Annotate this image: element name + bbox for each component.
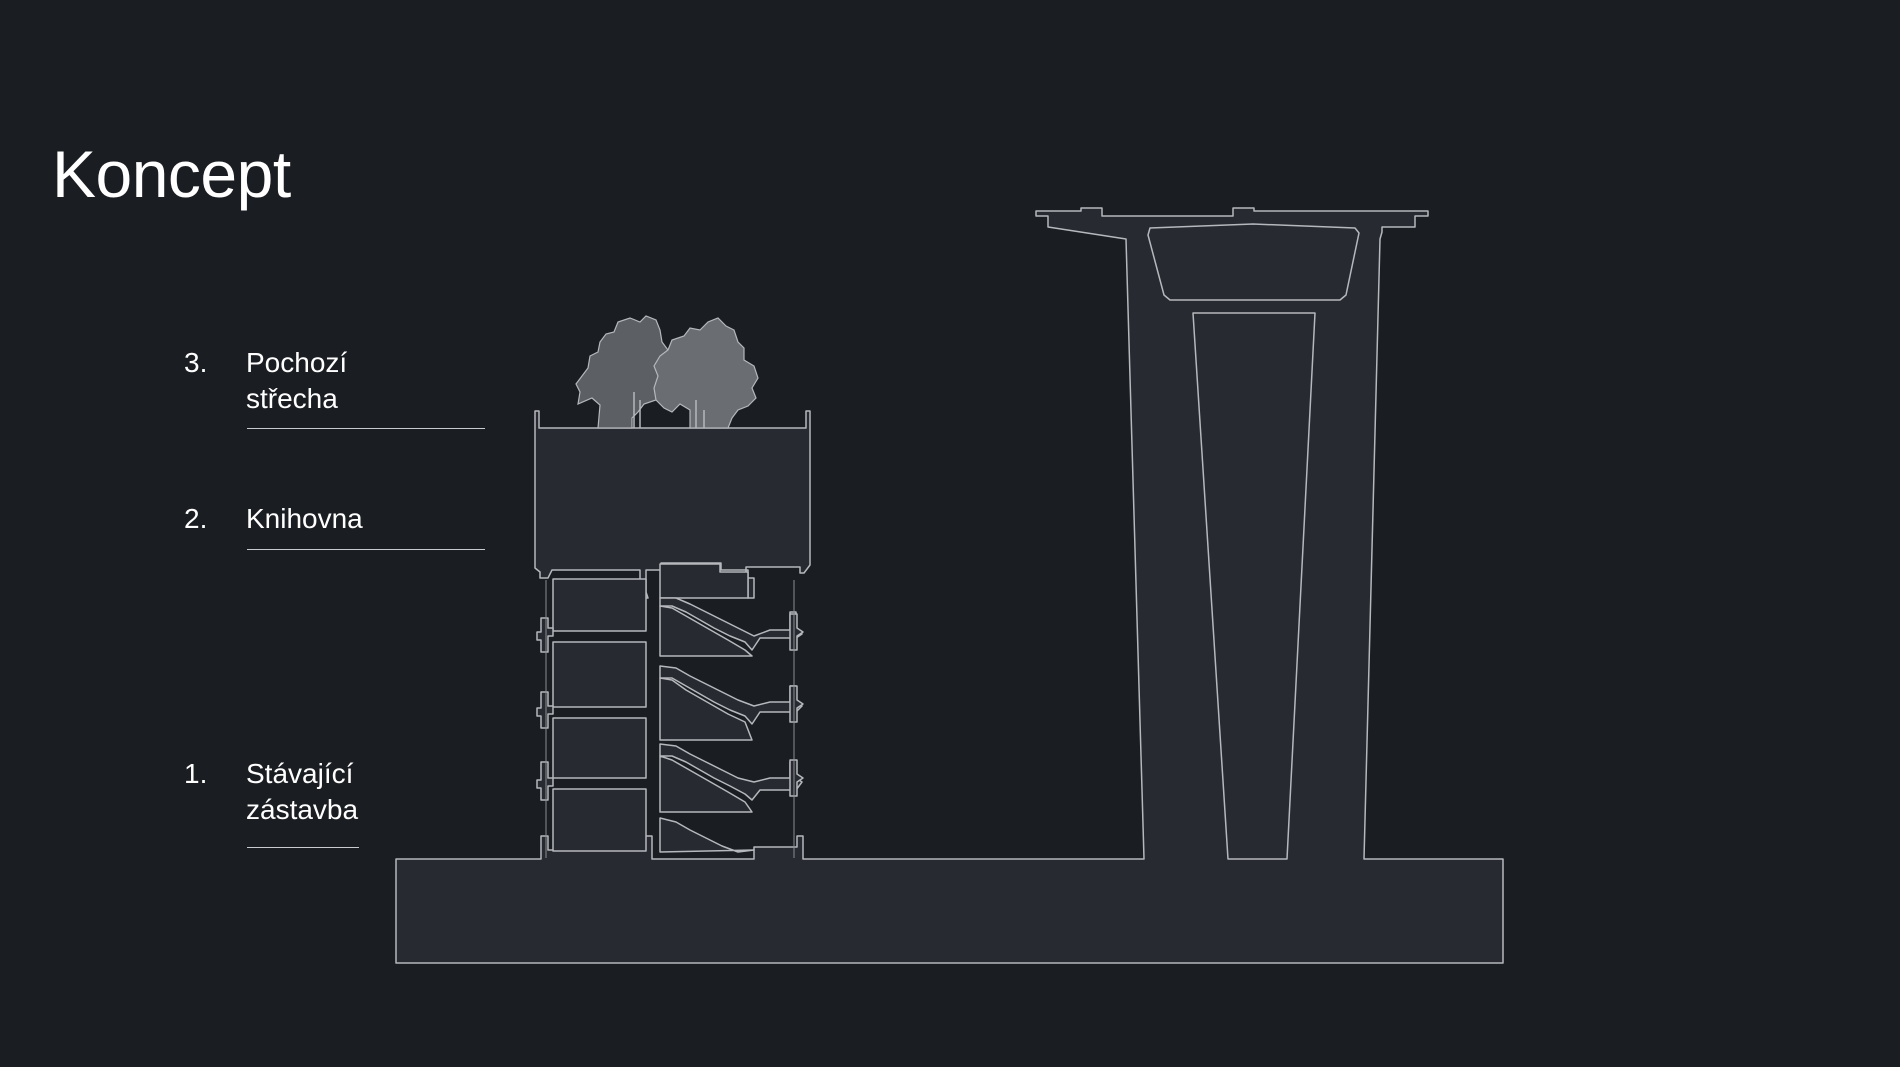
legend-underline xyxy=(247,847,359,848)
legend-underline xyxy=(247,428,485,429)
slab-edge xyxy=(536,761,554,801)
legend-number: 2. xyxy=(184,503,208,534)
slab-edge xyxy=(789,685,804,723)
slab-edge xyxy=(536,617,554,653)
legend-label-line: Stávající xyxy=(246,758,354,789)
tree-right xyxy=(653,317,759,429)
legend-label-line: střecha xyxy=(246,383,338,414)
floor-void xyxy=(552,578,647,632)
page-title: Koncept xyxy=(52,137,291,211)
legend-label-line: Knihovna xyxy=(246,503,363,534)
stair-void xyxy=(659,605,753,657)
roof-trees xyxy=(575,315,759,429)
slab-edge xyxy=(536,691,554,729)
legend-label: Stávající zástavba xyxy=(246,756,358,828)
slab-edge xyxy=(789,613,804,651)
legend-underline xyxy=(247,549,485,550)
legend-number: 1. xyxy=(184,758,208,789)
legend-label: Knihovna xyxy=(246,501,363,537)
legend-label: Pochozí střecha xyxy=(246,345,347,417)
bridge-girder-void xyxy=(1147,223,1360,301)
tree-left xyxy=(575,315,669,429)
stair-void xyxy=(659,755,753,813)
legend-label-line: Pochozí xyxy=(246,347,348,378)
slab-edge xyxy=(789,759,804,797)
stair-void xyxy=(659,817,755,853)
facade-lines xyxy=(545,580,795,858)
bridge-pier-void xyxy=(1192,312,1316,860)
floor-void xyxy=(552,717,647,779)
legend-number: 3. xyxy=(184,347,208,378)
legend-label-line: zástavba xyxy=(246,794,359,825)
floor-void xyxy=(552,641,647,708)
stair-void xyxy=(659,677,753,741)
floor-void xyxy=(552,788,647,852)
library-volume xyxy=(534,410,811,599)
